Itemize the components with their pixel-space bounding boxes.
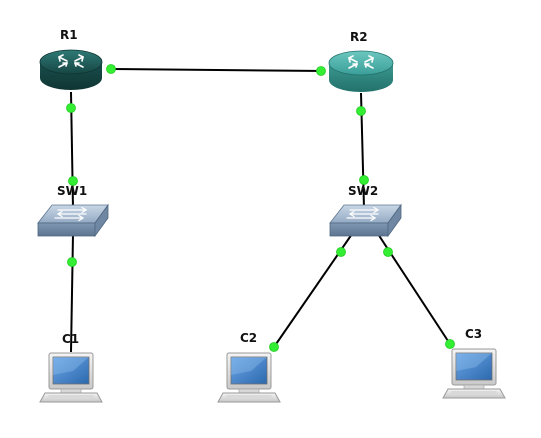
switch-sw1[interactable]: SW1 [37, 184, 109, 238]
router-r2[interactable]: R2 [328, 30, 394, 92]
node-label-c1: C1 [62, 332, 79, 346]
port-indicators [66, 64, 455, 352]
router-r1[interactable]: R1 [39, 28, 103, 90]
port-indicator [316, 66, 326, 76]
computer-icon [39, 352, 103, 403]
link-sw1-c1[interactable] [70, 233, 74, 353]
node-label-c2: C2 [240, 331, 257, 345]
port-indicator [383, 247, 393, 257]
computer-c2[interactable]: C2 [217, 331, 281, 403]
node-label-r1: R1 [60, 28, 78, 42]
node-label-r2: R2 [350, 30, 368, 44]
port-indicator [356, 106, 366, 116]
router-icon [328, 50, 394, 92]
computer-c1[interactable]: C1 [39, 332, 103, 403]
port-indicator [359, 175, 369, 185]
node-label-sw2: SW2 [348, 184, 378, 198]
computer-icon [217, 352, 281, 403]
switch-sw2[interactable]: SW2 [329, 184, 402, 238]
switch-icon [329, 203, 402, 238]
router-icon [39, 49, 103, 90]
port-indicator [445, 339, 455, 349]
port-indicator [269, 342, 279, 352]
port-indicator [67, 257, 77, 267]
computer-c3[interactable]: C3 [442, 327, 506, 399]
computer-icon [442, 348, 506, 399]
port-indicator [68, 176, 78, 186]
port-indicator [66, 103, 76, 113]
port-indicator [336, 247, 346, 257]
link-r1-r2[interactable] [107, 68, 326, 72]
node-label-c3: C3 [465, 327, 482, 341]
port-indicator [106, 64, 116, 74]
node-label-sw1: SW1 [57, 184, 87, 198]
switch-icon [37, 203, 109, 238]
